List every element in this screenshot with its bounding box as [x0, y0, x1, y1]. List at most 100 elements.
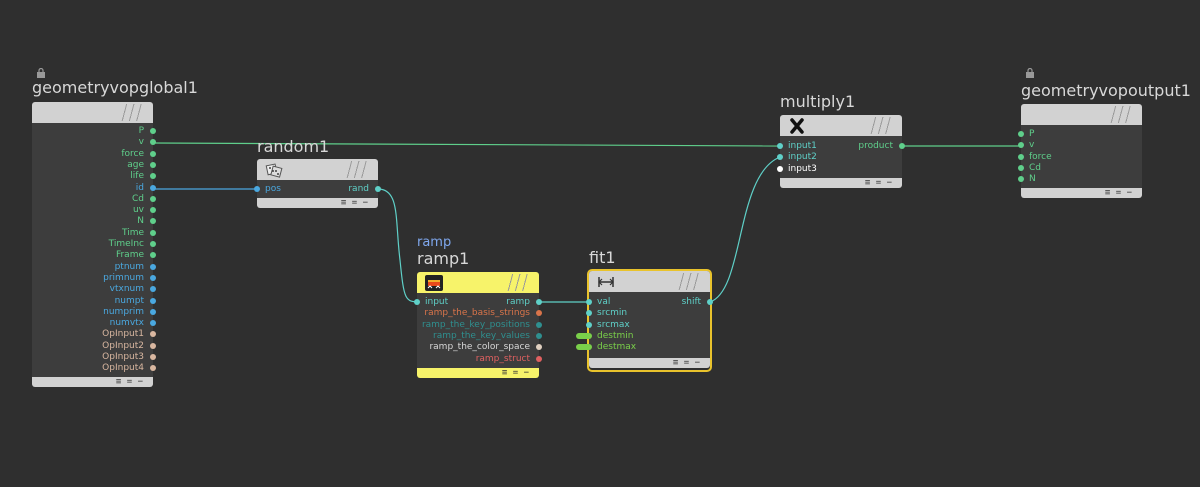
port-p[interactable]: P	[1018, 129, 1142, 140]
port-ramp-the-basis-strings[interactable]: ramp_the_basis_strings	[417, 308, 542, 319]
node-header[interactable]	[780, 115, 902, 136]
port-dot[interactable]	[150, 173, 156, 180]
port-dot[interactable]	[586, 321, 592, 328]
port-n[interactable]: N	[1018, 174, 1142, 185]
port-srcmax[interactable]: srcmax	[586, 320, 710, 331]
port-val[interactable]: val	[586, 297, 710, 308]
port-dot[interactable]	[150, 184, 156, 191]
port-dot[interactable]	[777, 165, 783, 172]
port-dot[interactable]	[536, 355, 542, 362]
port-destmax[interactable]: destmax	[576, 342, 710, 353]
port-numvtx[interactable]: numvtx	[32, 318, 156, 329]
port-dot[interactable]	[150, 150, 156, 157]
port-dot[interactable]	[586, 299, 592, 305]
port-time[interactable]: Time	[32, 228, 156, 239]
port-rand[interactable]: rand	[257, 184, 381, 195]
port-cd[interactable]: Cd	[32, 194, 156, 205]
port-opinput2[interactable]: OpInput2	[32, 341, 156, 352]
port-frame[interactable]: Frame	[32, 250, 156, 261]
port-opinput3[interactable]: OpInput3	[32, 352, 156, 363]
port-product[interactable]: product	[780, 141, 905, 152]
wire-v-to-input1[interactable]	[152, 142, 781, 147]
port-dot[interactable]	[150, 286, 156, 293]
port-dot[interactable]	[536, 344, 542, 351]
port-dot[interactable]	[150, 207, 156, 214]
port-dot[interactable]	[150, 297, 156, 304]
port-input2[interactable]: input2	[777, 152, 902, 163]
port-dot[interactable]	[586, 310, 592, 317]
port-dot[interactable]	[150, 128, 156, 134]
port-v[interactable]: v	[1018, 140, 1142, 151]
port-primnum[interactable]: primnum	[32, 273, 156, 284]
port-dot[interactable]	[150, 320, 156, 327]
port-input3[interactable]: input3	[777, 164, 902, 175]
port-dot[interactable]	[150, 195, 156, 202]
node-header[interactable]	[417, 272, 539, 293]
node-header[interactable]	[1021, 104, 1142, 125]
port-shift[interactable]: shift	[589, 297, 713, 308]
port-dot[interactable]	[536, 299, 542, 305]
port-dot[interactable]	[536, 332, 542, 339]
node-random1[interactable]: random1 ≡ = − pos rand	[254, 137, 381, 210]
port-dot[interactable]	[150, 263, 156, 270]
port-dot[interactable]	[1018, 131, 1024, 137]
port-dot[interactable]	[150, 331, 156, 338]
port-age[interactable]: age	[32, 160, 156, 171]
port-pos[interactable]: pos	[254, 184, 378, 195]
port-dot[interactable]	[254, 186, 260, 192]
wire-rand-to-input[interactable]	[377, 188, 421, 303]
port-dot[interactable]	[150, 354, 156, 360]
port-dot[interactable]	[150, 252, 156, 259]
port-numprim[interactable]: numprim	[32, 307, 156, 318]
port-dot[interactable]	[536, 321, 542, 328]
port-ramp-the-color-space[interactable]: ramp_the_color_space	[417, 342, 542, 353]
port-dot[interactable]	[414, 299, 420, 305]
port-cd[interactable]: Cd	[1018, 163, 1142, 174]
port-dot[interactable]	[1018, 153, 1024, 160]
port-input[interactable]: input	[414, 297, 539, 308]
port-dot[interactable]	[777, 154, 783, 161]
port-numpt[interactable]: numpt	[32, 296, 156, 307]
port-force[interactable]: force	[1018, 152, 1142, 163]
port-dot[interactable]	[150, 241, 156, 247]
node-header[interactable]	[589, 271, 710, 292]
port-input1[interactable]: input1	[777, 141, 902, 152]
port-vtxnum[interactable]: vtxnum	[32, 284, 156, 295]
port-dot[interactable]	[777, 143, 783, 149]
port-dot[interactable]	[1018, 176, 1024, 183]
port-dot[interactable]	[150, 365, 156, 372]
port-timeinc[interactable]: TimeInc	[32, 239, 156, 250]
port-dot[interactable]	[150, 161, 156, 168]
port-opinput4[interactable]: OpInput4	[32, 363, 156, 374]
port-v[interactable]: v	[32, 137, 156, 148]
port-dot[interactable]	[150, 229, 156, 236]
port-ramp-the-key-values[interactable]: ramp_the_key_values	[417, 331, 542, 342]
port-srcmin[interactable]: srcmin	[586, 308, 710, 319]
port-dot[interactable]	[150, 274, 156, 281]
port-ramp-the-key-positions[interactable]: ramp_the_key_positions	[417, 320, 542, 331]
node-header[interactable]	[257, 159, 378, 180]
port-dot[interactable]	[150, 139, 156, 146]
port-dot[interactable]	[536, 310, 542, 317]
port-dot[interactable]	[707, 299, 713, 305]
port-ptnum[interactable]: ptnum	[32, 262, 156, 273]
wire-shift-to-input2[interactable]	[709, 156, 781, 303]
port-n[interactable]: N	[32, 216, 156, 227]
node-header[interactable]	[32, 102, 153, 123]
port-dot[interactable]	[150, 342, 156, 349]
port-dot[interactable]	[150, 218, 156, 225]
port-dot[interactable]	[576, 332, 592, 339]
port-dot[interactable]	[576, 344, 592, 351]
port-life[interactable]: life	[32, 171, 156, 182]
port-ramp-struct[interactable]: ramp_struct	[417, 354, 542, 365]
port-opinput1[interactable]: OpInput1	[32, 329, 156, 340]
port-dot[interactable]	[375, 186, 381, 192]
port-id[interactable]: id	[32, 183, 156, 194]
port-ramp[interactable]: ramp	[417, 297, 542, 308]
port-dot[interactable]	[899, 143, 905, 149]
